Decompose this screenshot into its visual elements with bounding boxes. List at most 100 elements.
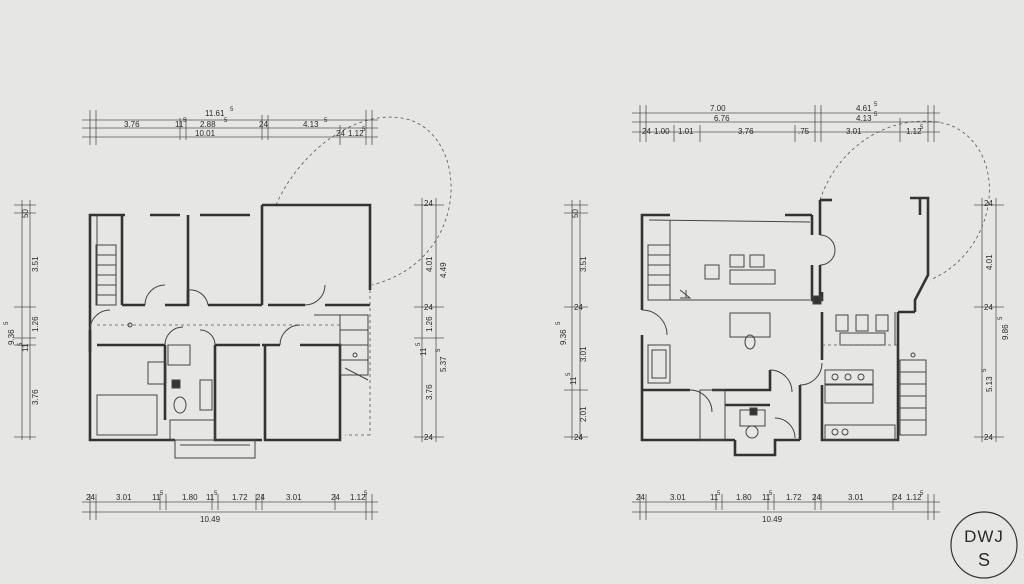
dim-text: 1.80 bbox=[182, 493, 198, 502]
dim-text: 11 bbox=[710, 493, 719, 502]
top-dimension-chain-left: 11.61 5 3.76 11 5 2.88 5 24 4.13 5 10.01… bbox=[82, 107, 378, 145]
dim-text: 1.26 bbox=[31, 316, 40, 332]
dim-text: 6.76 bbox=[714, 114, 730, 123]
top-dimension-chain-right: 7.00 4.61 5 6.76 4.13 5 24 1.00 1.01 3.7… bbox=[632, 102, 940, 142]
dim-text: 5 bbox=[18, 342, 24, 346]
dim-text: 11 bbox=[152, 493, 161, 502]
dim-text: 1.80 bbox=[736, 493, 752, 502]
dim-text: 3.01 bbox=[579, 346, 588, 362]
dim-text: 1.12 bbox=[348, 129, 364, 138]
dim-text: 5.13 bbox=[985, 376, 994, 392]
right-dimension-chain-right: 24 4.01 9.86 5 24 5.13 5 24 bbox=[974, 198, 1010, 442]
dim-text: 2.88 bbox=[200, 120, 216, 129]
walls-right bbox=[640, 196, 930, 457]
dim-text: 4.61 bbox=[856, 104, 872, 113]
dim-text: .75 bbox=[798, 127, 810, 136]
interior-details-right bbox=[647, 219, 927, 441]
dim-text: 1.72 bbox=[232, 493, 248, 502]
dim-text: 50 bbox=[571, 209, 580, 218]
bottom-dimension-chain-right: 24 3.01 11 5 1.80 11 5 1.72 24 3.01 24 1… bbox=[632, 491, 940, 524]
dim-text: 7.00 bbox=[710, 104, 726, 113]
left-dimension-chain-right: 50 3.51 9.36 5 24 11 5 3.01 2.01 24 bbox=[556, 200, 588, 442]
dim-text: 4.13 bbox=[303, 120, 319, 129]
dim-text: 24 bbox=[256, 493, 265, 502]
dim-text: 24 bbox=[984, 433, 993, 442]
dim-text: 11 bbox=[762, 493, 771, 502]
dim-text: 11 bbox=[206, 493, 215, 502]
dim-text: 24 bbox=[574, 433, 583, 442]
interior-details-left bbox=[95, 215, 371, 459]
dim-text: 10.49 bbox=[762, 515, 783, 524]
dim-text: 5 bbox=[920, 125, 924, 131]
dim-text: 1.26 bbox=[425, 316, 434, 332]
dim-text: 5 bbox=[160, 491, 164, 497]
dim-text: 5 bbox=[769, 491, 773, 497]
dim-text: 5 bbox=[230, 107, 234, 113]
dim-text: 11.61 bbox=[205, 109, 225, 118]
monogram-line2: S bbox=[978, 550, 990, 570]
doors-right bbox=[641, 234, 836, 439]
dim-text: 24 bbox=[574, 303, 583, 312]
dim-text: 5 bbox=[364, 491, 368, 497]
dim-text: 3.01 bbox=[670, 493, 686, 502]
dim-text: 11 bbox=[21, 343, 30, 352]
dim-text: 5 bbox=[4, 321, 10, 325]
dim-text: 5.37 bbox=[439, 356, 448, 372]
dim-text: 1.12 bbox=[906, 127, 922, 136]
dim-text: 5 bbox=[998, 316, 1004, 320]
dim-text: 5 bbox=[920, 491, 924, 497]
dim-text: 9.36 bbox=[7, 329, 16, 345]
dim-text: 24 bbox=[424, 199, 433, 208]
dim-text: 5 bbox=[556, 321, 562, 325]
dim-text: 3.76 bbox=[31, 389, 40, 405]
right-dimension-chain-left: 24 4.01 4.49 24 1.26 11 5 5.37 5 3.76 24 bbox=[414, 198, 448, 442]
dim-text: 24 bbox=[259, 120, 268, 129]
dim-text: 10.49 bbox=[200, 515, 221, 524]
dim-text: 1.01 bbox=[678, 127, 694, 136]
doors-left bbox=[89, 284, 326, 346]
dim-text: 3.01 bbox=[286, 493, 302, 502]
dim-text: 24 bbox=[86, 493, 95, 502]
dim-text: 24 bbox=[424, 303, 433, 312]
dim-text: 1.12 bbox=[350, 493, 366, 502]
dim-text: 24 bbox=[812, 493, 821, 502]
dim-text: 5 bbox=[416, 342, 422, 346]
dim-text: 4.49 bbox=[439, 262, 448, 278]
dim-text: 5 bbox=[214, 491, 218, 497]
dim-text: 50 bbox=[21, 209, 30, 218]
dim-text: 5 bbox=[717, 491, 721, 497]
dim-text: 9.86 bbox=[1001, 324, 1010, 340]
door-swing-arc bbox=[819, 120, 990, 281]
dim-text: 5 bbox=[324, 118, 328, 124]
dim-text: 3.76 bbox=[738, 127, 754, 136]
dim-text: 9.36 bbox=[559, 329, 568, 345]
dim-text: 24 bbox=[636, 493, 645, 502]
dim-text: 4.13 bbox=[856, 114, 872, 123]
dim-text: 3.01 bbox=[116, 493, 132, 502]
dim-text: 5 bbox=[224, 118, 228, 124]
dim-text: 4.01 bbox=[425, 256, 434, 272]
door-swing-arc bbox=[275, 116, 452, 286]
dim-text: 24 bbox=[336, 129, 345, 138]
bottom-dimension-chain-left: 24 3.01 11 5 1.80 11 5 1.72 24 3.01 24 1… bbox=[82, 491, 378, 524]
dim-text: 10.01 bbox=[195, 129, 216, 138]
walls-left bbox=[88, 203, 372, 442]
dim-text: 5 bbox=[874, 112, 878, 118]
dim-text: 24 bbox=[642, 127, 651, 136]
floor-plan-right: 7.00 4.61 5 6.76 4.13 5 24 1.00 1.01 3.7… bbox=[556, 102, 1010, 524]
dim-text: 1.00 bbox=[654, 127, 670, 136]
dim-text: 5 bbox=[183, 118, 187, 124]
dim-text: 1.12 bbox=[906, 493, 922, 502]
monogram-line1: DWJ bbox=[964, 527, 1004, 546]
dim-text: 3.01 bbox=[846, 127, 862, 136]
dim-text: 24 bbox=[424, 433, 433, 442]
dim-text: 3.76 bbox=[425, 384, 434, 400]
dim-text: 4.01 bbox=[985, 254, 994, 270]
dim-text: 11 bbox=[569, 376, 578, 385]
dim-text: 24 bbox=[331, 493, 340, 502]
monogram-stamp: DWJ S bbox=[950, 511, 1018, 579]
dim-text: 3.01 bbox=[848, 493, 864, 502]
dim-text: 5 bbox=[436, 348, 442, 352]
dim-text: 3.51 bbox=[31, 256, 40, 272]
